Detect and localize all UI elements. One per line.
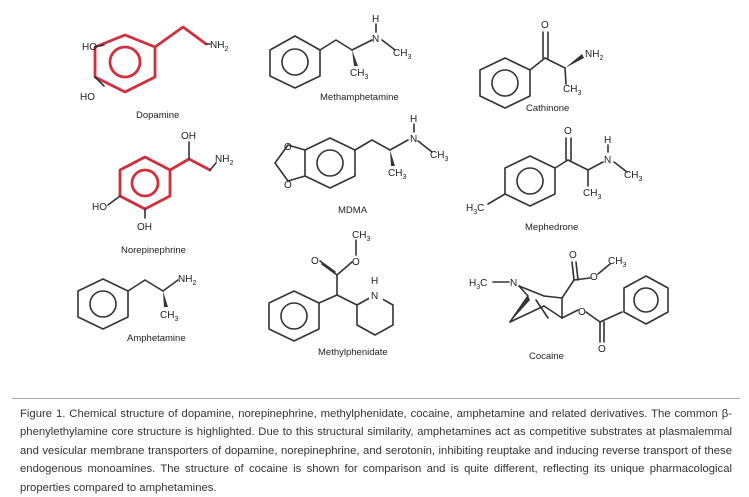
mdma-name: MDMA	[338, 205, 368, 216]
methylphenidate-o-ester: O	[352, 257, 360, 268]
cocaine-o-carbonyl-top: O	[569, 250, 577, 261]
methamphetamine-ch3-right: CH3	[393, 48, 411, 61]
mdma-h: H	[410, 114, 417, 125]
methylphenidate-ch3: CH3	[352, 230, 370, 243]
methylphenidate-structure: CH3 O O H N Methylphenidate	[268, 230, 394, 358]
dopamine-nh2: NH2	[210, 40, 228, 53]
methamphetamine-structure: H N CH3 CH3 Methamphetamine	[269, 14, 411, 103]
cocaine-o-carbonyl-bottom: O	[598, 344, 606, 355]
norepinephrine-oh-top: OH	[181, 131, 196, 142]
amphetamine-name: Amphetamine	[127, 333, 186, 344]
amphetamine-structure: NH2 CH3 Amphetamine	[77, 274, 196, 344]
cocaine-ch3: CH3	[608, 256, 626, 269]
dopamine-highlighted-core	[93, 25, 208, 94]
methylphenidate-n: N	[371, 291, 378, 302]
figure-caption: Figure 1. Chemical structure of dopamine…	[20, 408, 732, 494]
methamphetamine-name: Methamphetamine	[320, 92, 399, 103]
methamphetamine-n: N	[372, 34, 379, 45]
mdma-o-top: O	[284, 142, 292, 153]
norepinephrine-oh-bottom: OH	[137, 222, 152, 233]
dopamine-ho-bottom: HO	[80, 92, 95, 103]
dopamine-structure: HO HO NH2 Dopamine	[80, 25, 228, 121]
norepinephrine-nh2: NH2	[215, 154, 233, 167]
cathinone-o: O	[541, 20, 549, 31]
amphetamine-ch3: CH3	[160, 310, 178, 323]
norepinephrine-structure: OH NH2 HO OH Norepinephrine	[92, 131, 233, 256]
mephedrone-h: H	[604, 135, 611, 146]
norepinephrine-name: Norepinephrine	[121, 245, 186, 256]
cocaine-structure: H3C N O O O O CH3 Cocaine	[469, 250, 669, 362]
mephedrone-ch3-bottom: CH3	[583, 188, 601, 201]
cocaine-n: N	[510, 278, 517, 289]
mdma-structure: O O H N CH3 CH3 MDMA	[274, 114, 448, 216]
methamphetamine-ch3-bottom: CH3	[350, 68, 368, 81]
figure-caption-box: Figure 1. Chemical structure of dopamine…	[12, 398, 740, 494]
methylphenidate-name: Methylphenidate	[318, 347, 388, 358]
mdma-n: N	[410, 134, 417, 145]
mdma-ch3-bottom: CH3	[388, 168, 406, 181]
mdma-o-bottom: O	[284, 180, 292, 191]
methamphetamine-h: H	[372, 14, 379, 25]
mephedrone-name: Mephedrone	[525, 222, 578, 233]
norepinephrine-highlighted-core	[118, 155, 212, 211]
cathinone-ch3: CH3	[563, 84, 581, 97]
cocaine-o-ester-bottom: O	[578, 307, 586, 318]
methylphenidate-h: H	[371, 276, 378, 287]
cathinone-nh2: NH2	[585, 49, 603, 62]
mephedrone-o: O	[564, 126, 572, 137]
amphetamine-nh2: NH2	[178, 274, 196, 287]
dopamine-name: Dopamine	[136, 110, 179, 121]
chemical-structures-figure: HO HO NH2 Dopamine H N CH3 CH3 Methamphe…	[77, 14, 669, 362]
mephedrone-ch3-right: CH3	[624, 170, 642, 183]
mephedrone-h3c: H3C	[466, 203, 484, 216]
norepinephrine-ho: HO	[92, 202, 107, 213]
mephedrone-n: N	[604, 155, 611, 166]
mephedrone-structure: O H N CH3 CH3 H3C Mephedrone	[466, 126, 642, 233]
cathinone-structure: O NH2 CH3 Cathinone	[479, 20, 603, 114]
cocaine-name: Cocaine	[529, 351, 564, 362]
methylphenidate-o-carbonyl: O	[311, 256, 319, 267]
cathinone-name: Cathinone	[526, 103, 569, 114]
cocaine-o-ester-top: O	[590, 272, 598, 283]
mdma-ch3-right: CH3	[430, 150, 448, 163]
cocaine-h3c: H3C	[469, 278, 487, 291]
dopamine-ho-top: HO	[82, 42, 97, 53]
